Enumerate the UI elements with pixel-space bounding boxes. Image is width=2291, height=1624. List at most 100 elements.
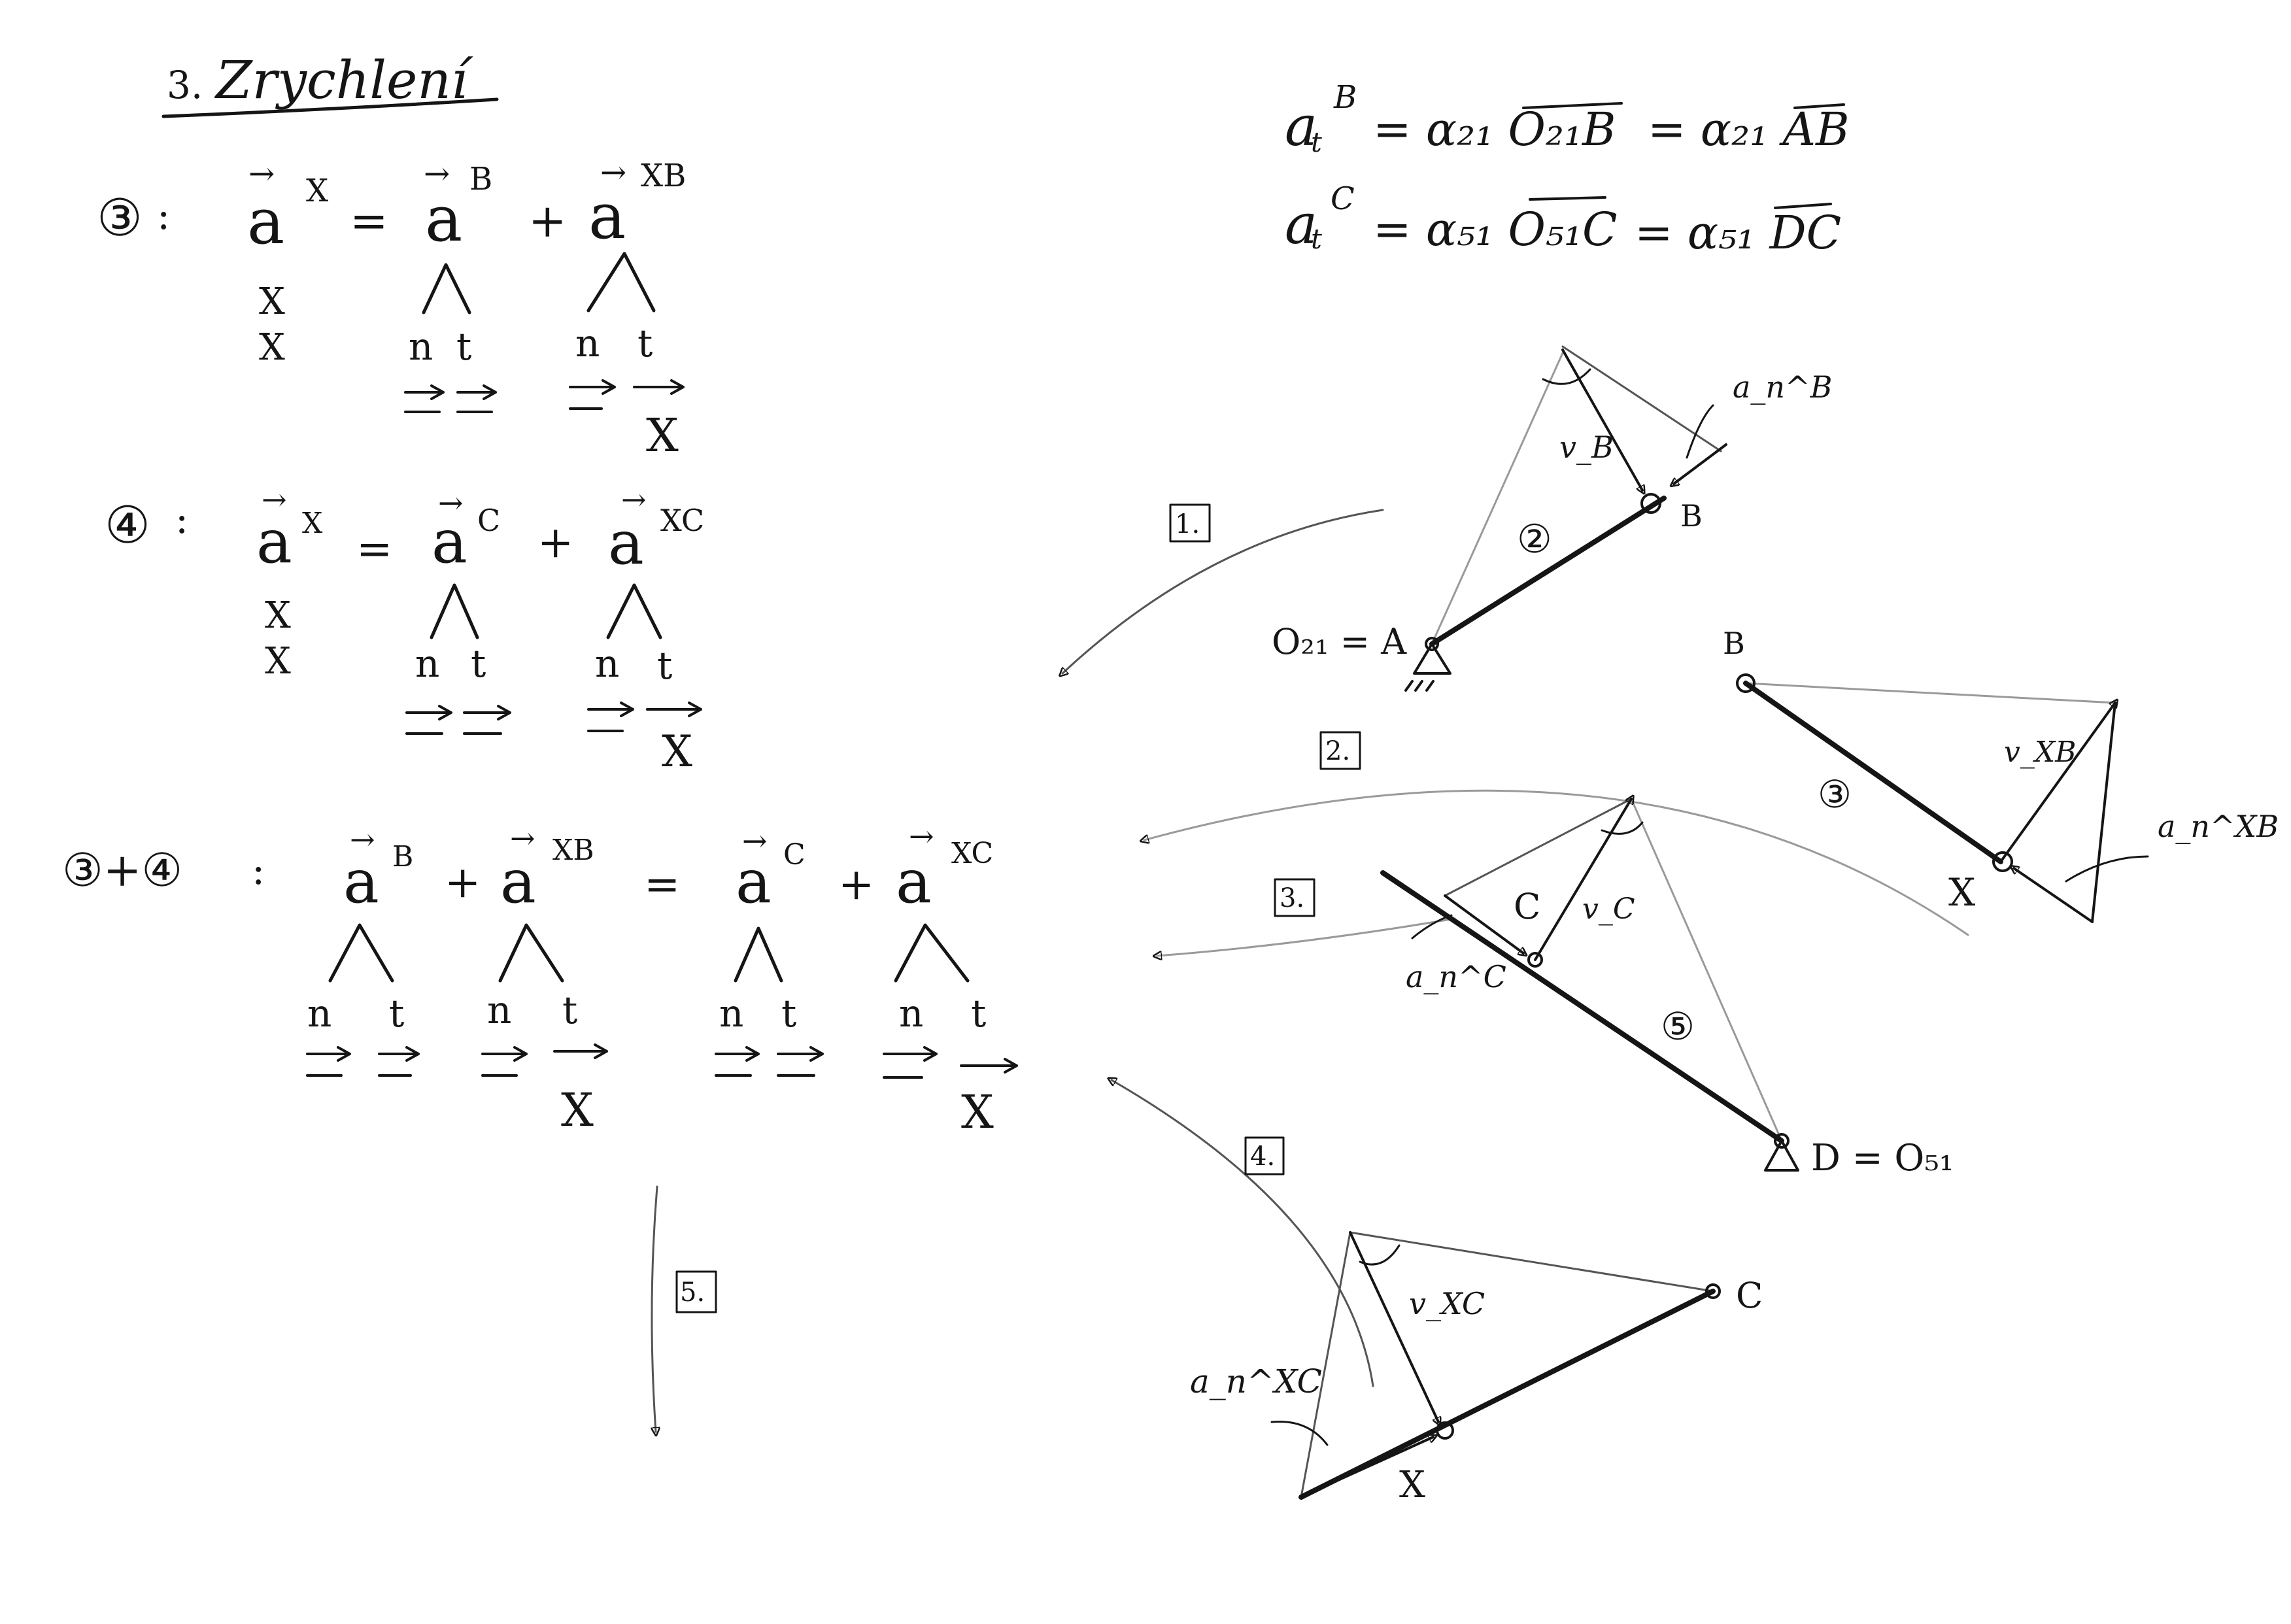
eq3-a-b-sup: B <box>469 161 492 197</box>
eq4-colon: : <box>175 497 188 543</box>
fig3-ground-support <box>1764 1140 1799 1172</box>
eq4-a-xc-arrow: → <box>621 482 647 517</box>
step5-text: 5. <box>680 1277 705 1308</box>
eq4-known-nc <box>405 705 452 735</box>
eq3-label: ③ <box>97 189 143 248</box>
fig1-anB-arrow <box>1674 443 1727 484</box>
eq4-t-c: t <box>471 641 486 686</box>
eq34-a-xc: a <box>896 847 932 917</box>
eq34-n-b: n <box>307 991 331 1036</box>
step2-box <box>1319 731 1361 770</box>
formula1-sub: t <box>1311 126 1322 158</box>
eq3-a-x-sup: X <box>306 173 328 209</box>
eq3-n-b: n <box>409 324 433 369</box>
fig2-anXB: a_n^XB <box>2158 809 2279 844</box>
eq34-known-tc <box>777 1046 824 1077</box>
fig1-point-B: B <box>1680 498 1703 533</box>
fig3-construction-line <box>1630 798 1783 1142</box>
eq4-known-tc <box>463 705 511 735</box>
eq3-known-tb <box>456 384 497 413</box>
figure-link-5: C v_C a_n^C ⑤ D = O₅₁ <box>1380 798 1954 1179</box>
eq34-a-b-arrow: → <box>350 822 375 857</box>
equation-3-plus-4: ③+④ : a → B + a → XB = a → C + a → XC n … <box>62 819 1018 1139</box>
eq3-a-x: a <box>247 185 284 258</box>
formula1-sup: B <box>1333 79 1357 116</box>
eq4-cross-2: X <box>265 640 291 683</box>
figure-link-2: ② B O₂₁ = A v_B a_n^B <box>1272 345 1832 692</box>
eq3-t-b: t <box>456 324 471 369</box>
fig3-anC: a_n^C <box>1406 959 1506 994</box>
fig1-construction-line <box>1431 352 1564 645</box>
formula2-sup: C <box>1331 180 1355 217</box>
eq4-n-xc: n <box>595 641 619 686</box>
fig3-joint-C <box>1527 952 1543 968</box>
fig4-construction-line <box>1300 1231 1351 1498</box>
fig2-joint-X <box>1992 851 2013 872</box>
eq4-a-x-arrow: → <box>262 482 287 517</box>
eq4-known-nxc <box>587 702 634 732</box>
eq34-n-xc: n <box>899 991 923 1036</box>
eq3-a-b: a <box>425 182 462 256</box>
eq3-a-b-arrow: → <box>424 156 450 192</box>
header: 3. Zrychlení <box>161 50 499 118</box>
formula2-overline1 <box>1529 196 1606 201</box>
eq3-a-xb: a <box>588 180 626 253</box>
header-number: 3. <box>167 63 203 107</box>
fig3-point-D: D = O₅₁ <box>1811 1137 1954 1179</box>
eq4-a-xc: a <box>608 508 644 578</box>
eq34-arrow-txb <box>553 1043 608 1059</box>
eq34-plus-1: + <box>445 857 481 907</box>
formula1-lhs: a <box>1285 94 1317 158</box>
eq3-wedge-b <box>422 263 471 314</box>
eq34-wedge-b <box>328 923 394 983</box>
eq3-cross-2: X <box>259 326 285 369</box>
header-title: Zrychlení <box>214 50 474 110</box>
eq34-known-nc <box>715 1046 760 1077</box>
fig1-triangle-top <box>1561 345 1722 452</box>
fig3-triangle-top <box>1444 798 1633 897</box>
fig2-triangle-side <box>2091 702 2116 923</box>
eq4-label: ④ <box>105 496 150 555</box>
fig4-right-angle <box>1359 1244 1400 1266</box>
eq34-t-xb: t <box>562 988 577 1032</box>
eq34-a-xc-arrow: → <box>909 819 934 854</box>
eq34-t-c: t <box>781 991 796 1036</box>
eq34-known-nxc <box>883 1046 938 1079</box>
header-underline <box>161 97 499 118</box>
equation-3: ③ : a → X = a → B + a → XB X X n t n t X <box>97 154 686 462</box>
fig1-ground-support <box>1404 643 1451 692</box>
fig1-point-A: O₂₁ = A <box>1272 621 1407 662</box>
eq34-a-b: a <box>343 847 379 917</box>
step4-text: 4. <box>1250 1142 1275 1172</box>
eq4-cross-1: X <box>265 594 291 637</box>
fig1-joint-A <box>1425 637 1439 651</box>
fig4-leader <box>1270 1420 1329 1446</box>
step3-box <box>1274 878 1315 917</box>
step-arrows: 1. 2. 3. 4. 5. <box>651 503 1969 1432</box>
fig2-joint-B <box>1736 673 1756 693</box>
eq3-cross-txb: X <box>646 409 679 462</box>
step2-text: 2. <box>1325 736 1350 766</box>
eq3-cross-1: X <box>259 280 285 323</box>
eq4-t-xc: t <box>657 643 672 688</box>
step1-text: 1. <box>1175 509 1200 539</box>
fig1-label-link: ② <box>1517 516 1552 562</box>
eq4-equals: = <box>356 524 392 574</box>
step4-box <box>1244 1136 1285 1176</box>
fig3-vC-arrow <box>1534 799 1631 961</box>
fig4-link-XC <box>1298 1289 1716 1500</box>
fig3-leader <box>1411 914 1453 939</box>
eq34-t-xc: t <box>971 991 986 1036</box>
figure-link-3: B ③ X v_XB a_n^XB <box>1723 626 2279 923</box>
fig3-joint-D <box>1774 1133 1790 1149</box>
fig2-vXB-arrow <box>1999 703 2115 863</box>
eq3-known-nb <box>404 384 445 413</box>
fig1-right-angle <box>1542 368 1591 385</box>
fig4-vXC-arrow <box>1349 1231 1438 1422</box>
eq34-equals: = <box>644 859 680 909</box>
eq34-a-c-sup: C <box>783 838 806 871</box>
eq3-a-xb-arrow: → <box>600 154 626 191</box>
formula2-rhs1: = α₅₁ O₅₁C <box>1373 203 1618 256</box>
fig4-point-C: C <box>1736 1275 1763 1316</box>
formula1-rhs1: = α₂₁ O₂₁B <box>1373 103 1616 156</box>
